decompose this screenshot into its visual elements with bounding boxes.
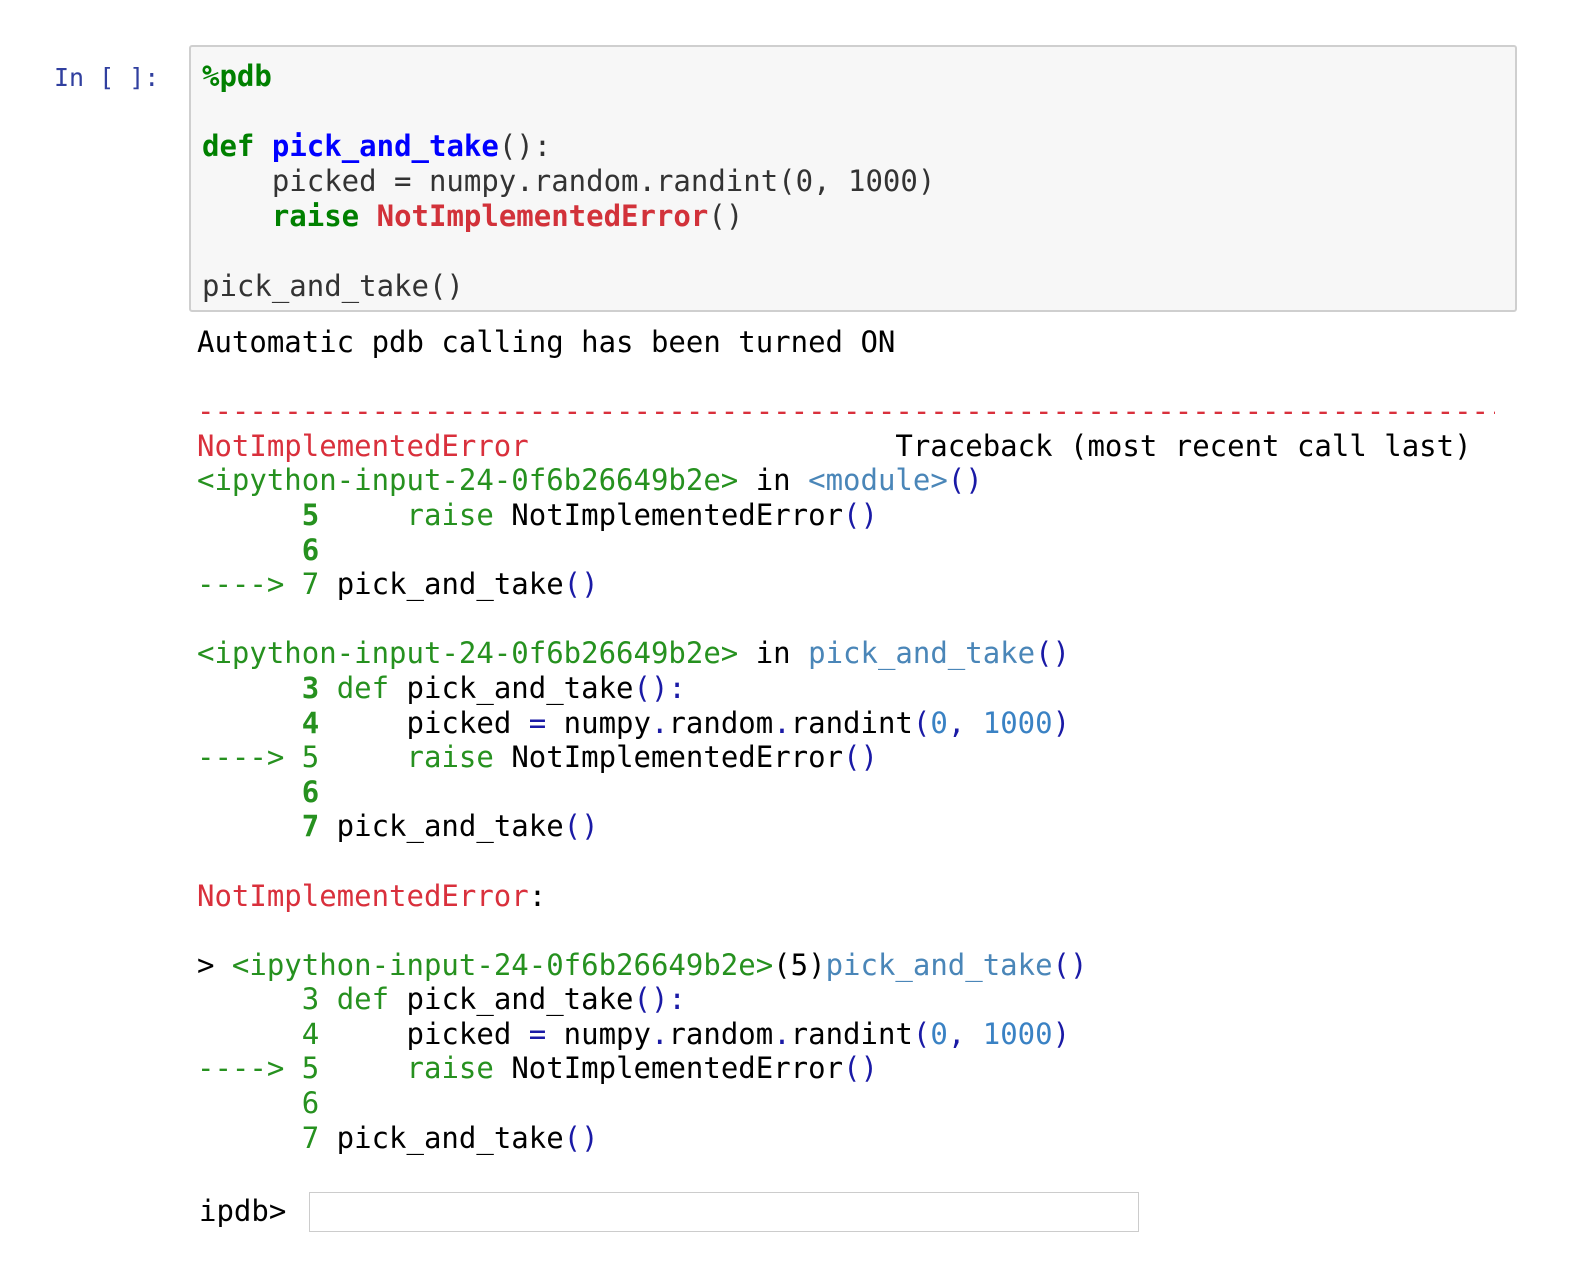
current-line-arrow: ----> xyxy=(197,740,285,775)
pdb-status-line: Automatic pdb calling has been turned ON xyxy=(197,325,896,359)
debug-location-line: (5) xyxy=(773,947,826,982)
frame-func: pick_and_take xyxy=(808,636,1036,671)
code-line-picked: picked = numpy.random.randint(0, 1000) xyxy=(202,164,936,198)
traceback-header: Traceback (most recent call last) xyxy=(895,428,1472,463)
frame-file-1: <ipython-input-24-0f6b26649b2e> xyxy=(197,463,739,498)
traceback-separator: ----------------------------------------… xyxy=(197,394,1495,429)
frame-module: <module> xyxy=(808,463,948,498)
debug-location-func: pick_and_take xyxy=(825,947,1053,982)
input-prompt: In [ ]: xyxy=(54,63,160,92)
code-line-call: pick_and_take() xyxy=(202,269,464,303)
ipdb-label: ipdb> xyxy=(199,1194,287,1228)
function-name: pick_and_take xyxy=(271,129,499,163)
def-tail: (): xyxy=(498,129,552,163)
cell-output: Automatic pdb calling has been turned ON… xyxy=(197,325,1495,1155)
in-word: in xyxy=(755,636,791,671)
pdb-magic: %pdb xyxy=(202,59,272,93)
current-line-arrow: ----> xyxy=(197,567,285,602)
final-error-name: NotImplementedError xyxy=(197,878,529,913)
raise-keyword: raise xyxy=(271,199,360,233)
def-keyword: def xyxy=(202,129,255,163)
traceback-error-name: NotImplementedError xyxy=(197,428,529,463)
in-word: in xyxy=(755,463,791,498)
debug-location-file: <ipython-input-24-0f6b26649b2e> xyxy=(231,947,774,982)
frame-file-2: <ipython-input-24-0f6b26649b2e> xyxy=(197,636,739,671)
code-cell-editor[interactable]: %pdb def pick_and_take(): picked = numpy… xyxy=(189,45,1517,312)
ipdb-input[interactable] xyxy=(309,1192,1139,1232)
code-text: %pdb def pick_and_take(): picked = numpy… xyxy=(202,59,935,304)
exception-name: NotImplementedError xyxy=(376,199,709,233)
current-line-arrow: ----> xyxy=(197,1051,285,1086)
exception-tail: () xyxy=(708,199,744,233)
